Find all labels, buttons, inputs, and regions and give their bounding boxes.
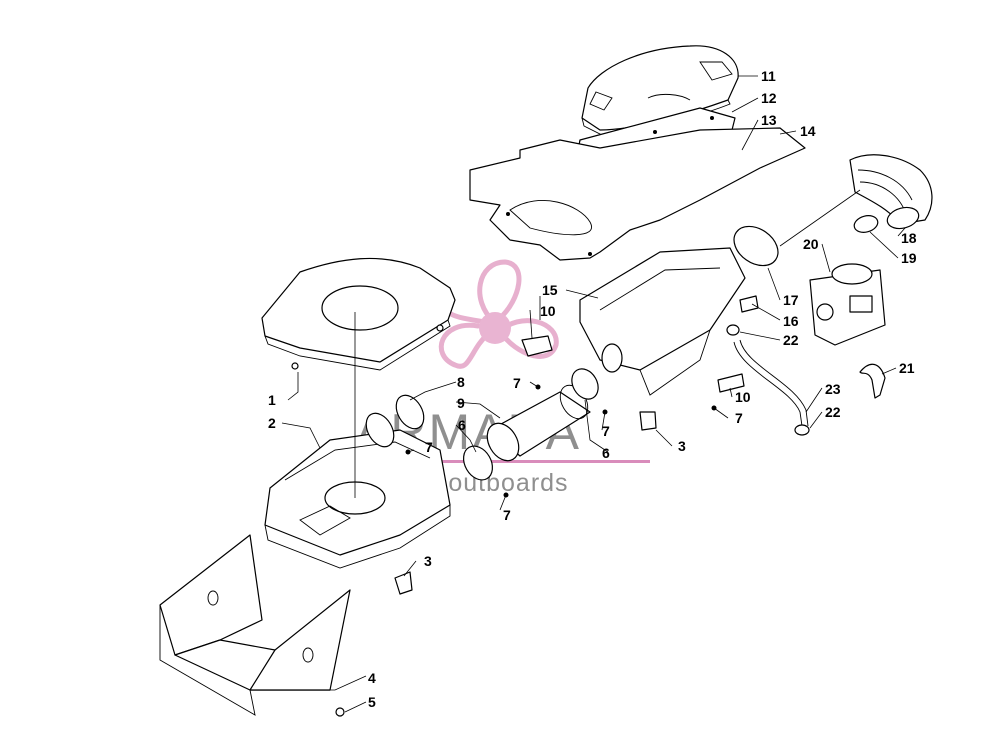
drain-hose [726,324,810,436]
callout-6b: 6 [602,445,610,461]
hose-clamp-6 [462,368,599,481]
callout-17: 17 [783,292,799,308]
callout-1: 1 [268,392,276,408]
callout-7b: 7 [513,375,521,391]
boot-clamps [853,206,920,233]
carburetor [809,263,886,346]
rubber-grommet-2 [639,411,657,431]
callout-7d: 7 [602,423,610,439]
propeller-hub [479,312,511,344]
callout-18: 18 [901,230,917,246]
armada-logo [438,259,559,369]
callout-10a: 10 [540,303,556,319]
callout-7e: 7 [735,410,743,426]
callout-7a: 7 [425,439,433,455]
fuel-line [859,363,886,399]
callout-4: 4 [368,670,376,686]
callout-12: 12 [761,90,777,106]
mount-bracket-2 [717,373,745,393]
callout-19: 19 [901,250,917,266]
callout-21: 21 [899,360,915,376]
intake-boot [849,154,933,225]
callout-9: 9 [457,395,465,411]
callout-23: 23 [825,381,841,397]
callout-10b: 10 [735,389,751,405]
rubber-grommet [394,571,413,595]
leader-lines [281,75,906,713]
callout-3b: 3 [678,438,686,454]
callout-20: 20 [803,236,819,252]
callout-3a: 3 [424,553,432,569]
callout-16: 16 [783,313,799,329]
callout-8: 8 [457,374,465,390]
hose-clamp-8 [365,394,425,448]
callout-labels: 1 2 3 3 4 5 6 6 7 7 7 7 7 8 9 10 10 11 1… [268,68,917,710]
callout-15: 15 [542,282,558,298]
callout-2: 2 [268,415,276,431]
callout-13: 13 [761,112,777,128]
clamp-ring [733,225,779,267]
callout-14: 14 [800,123,816,139]
base-gasket [469,127,806,261]
heat-shield [159,534,351,716]
lower-air-box [264,429,451,569]
watermark-underline [358,460,650,463]
mount-bracket [521,335,553,357]
callout-22a: 22 [783,332,799,348]
screw [405,384,717,498]
intake-duct [486,384,591,462]
callout-5: 5 [368,694,376,710]
callout-11: 11 [761,68,776,84]
callout-6a: 6 [458,417,466,433]
small-clip [739,295,759,313]
air-box-housing [579,247,746,396]
upper-plate [261,257,456,371]
callout-7c: 7 [503,507,511,523]
fastener-nut [335,707,345,717]
callout-22b: 22 [825,404,841,420]
